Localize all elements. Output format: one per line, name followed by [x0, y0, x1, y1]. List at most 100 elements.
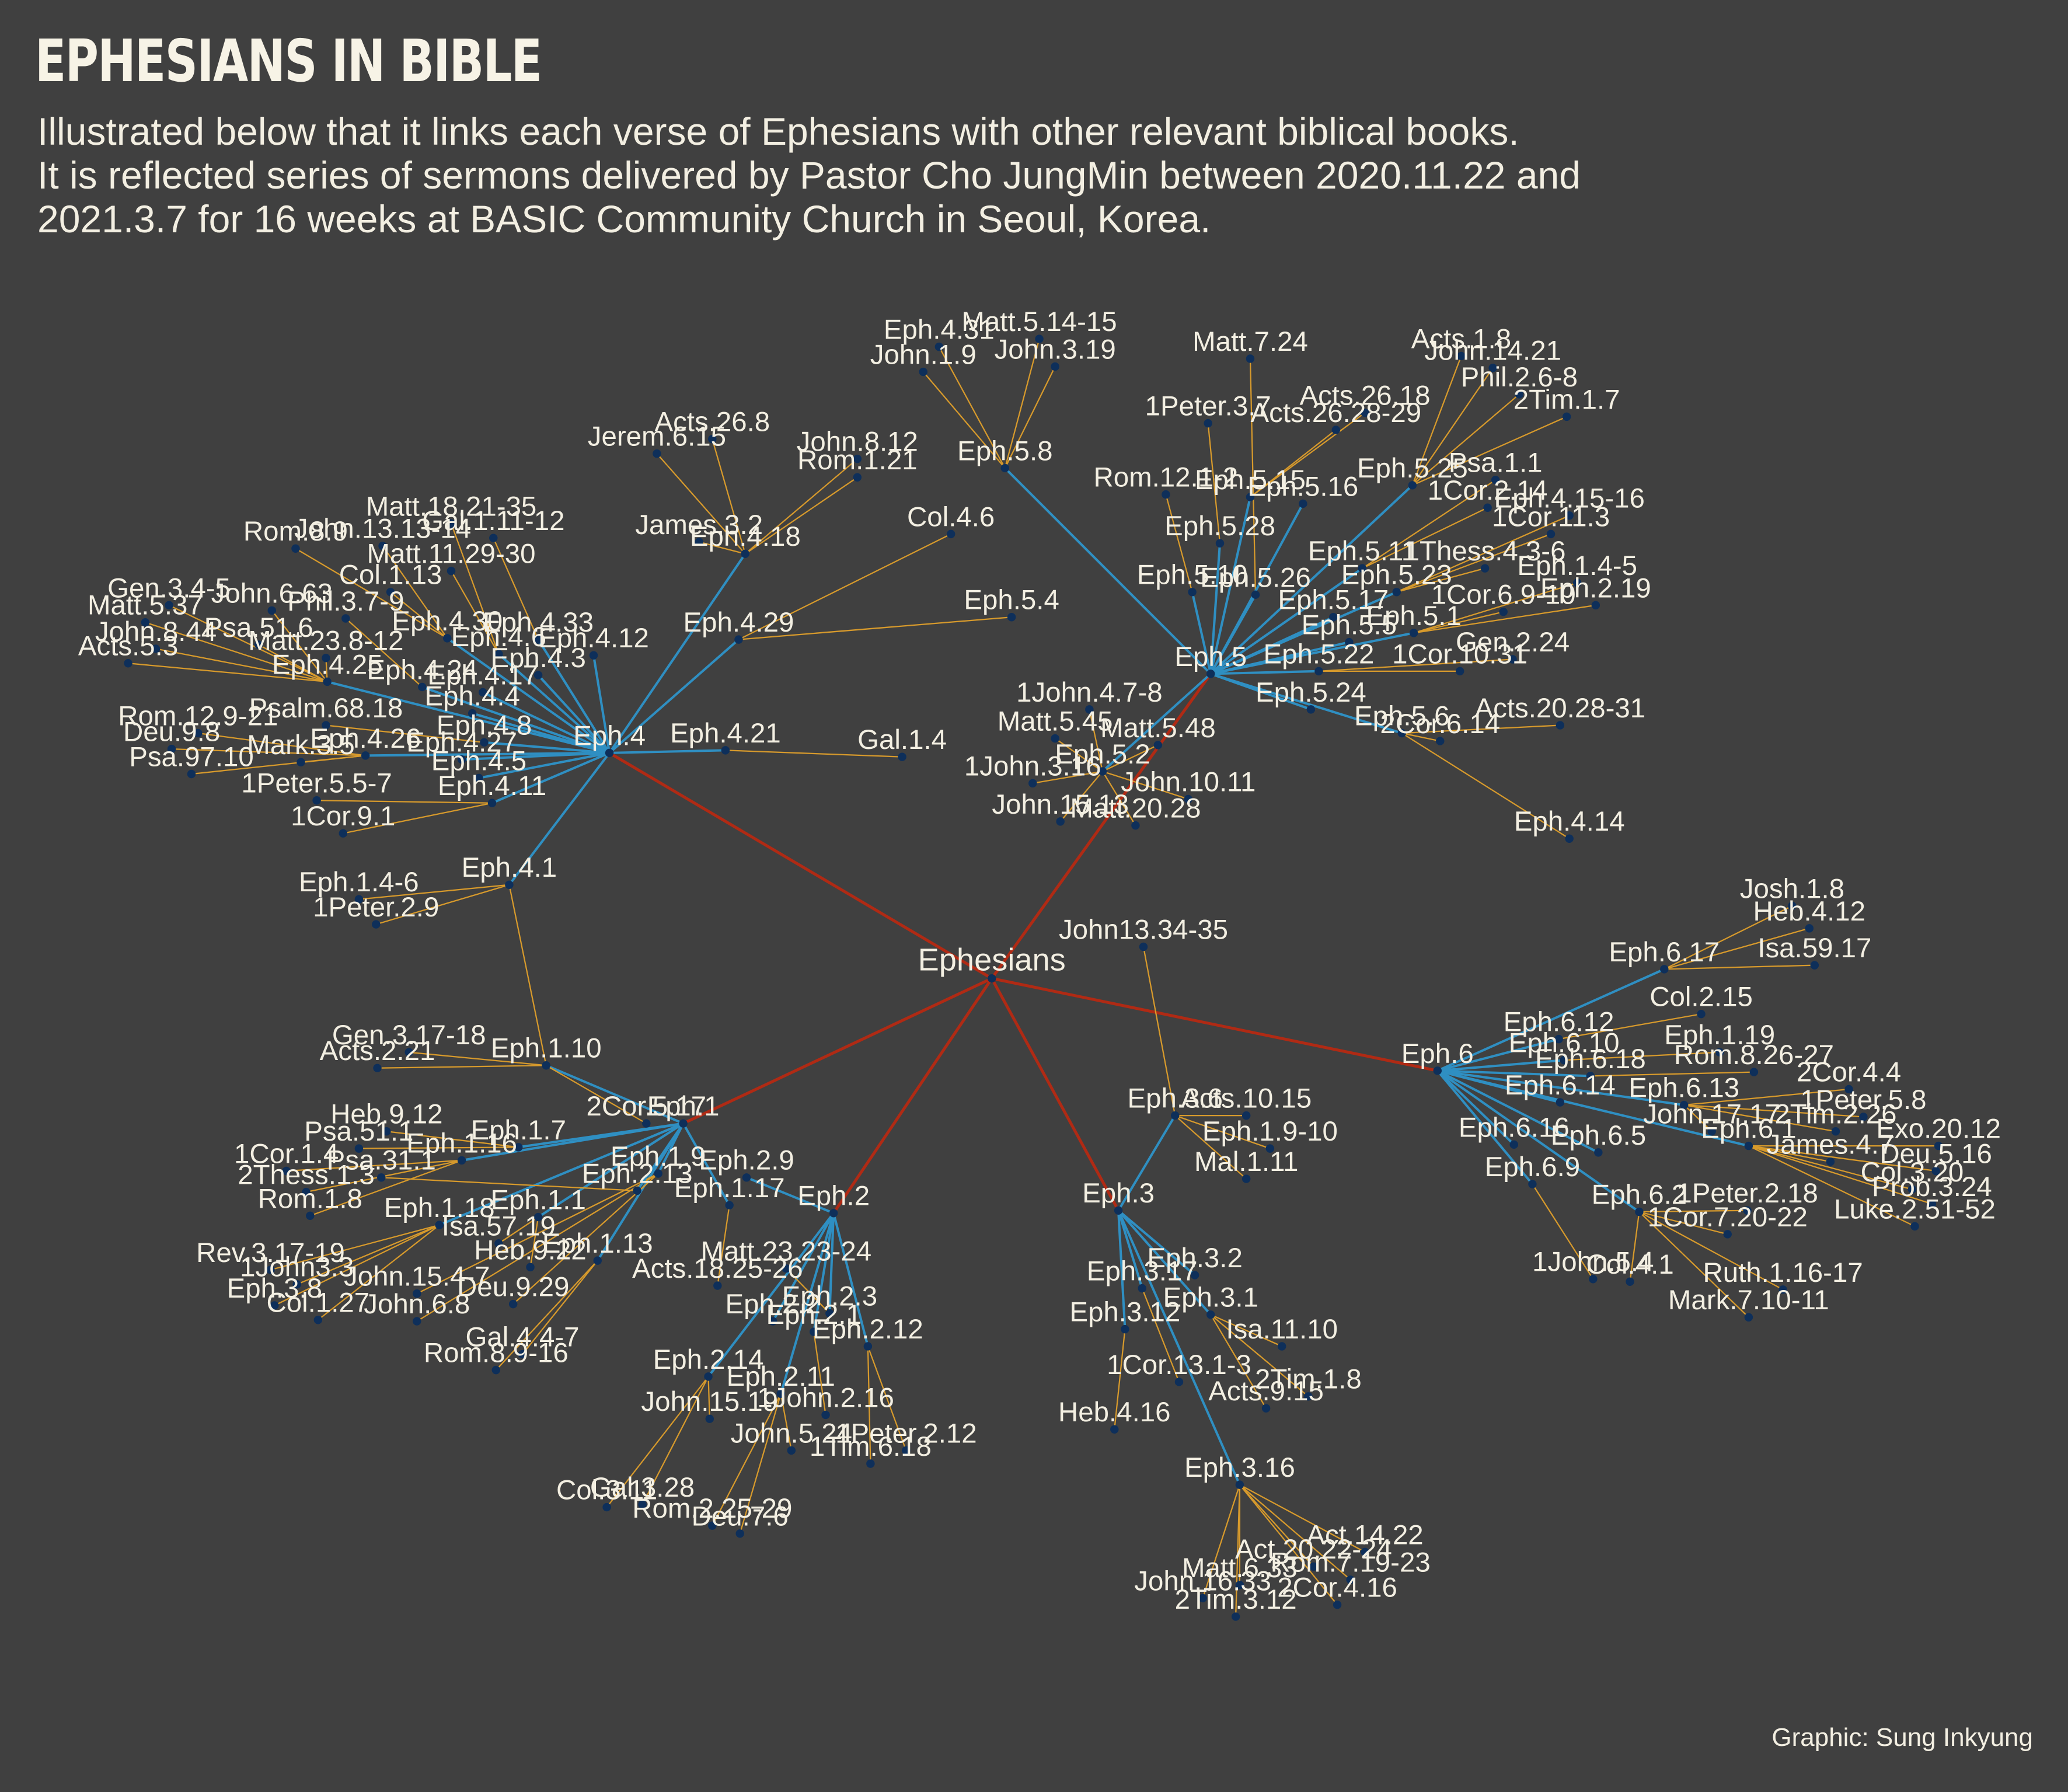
node-label-rom-8-9: Rom.8.9 [243, 516, 348, 547]
node-acts-26-28-29 [1331, 426, 1341, 434]
node-gal-1-11-12 [489, 534, 498, 542]
edge-eph-3-6-mal-1-11 [1174, 1115, 1247, 1180]
edge-eph-1-9-deu-9-29 [512, 1173, 659, 1305]
node-label-eph-5-5: Eph.5.5 [1302, 610, 1397, 641]
node-col-2-15 [1697, 1009, 1706, 1019]
edge-eph-6-eph-6-13 [1437, 1069, 1685, 1107]
node-label-eph-5: Eph.5 [1174, 642, 1247, 672]
edge-eph-3-eph-3-16 [1117, 1209, 1241, 1486]
node-label-1peter-2-12: 1Peter.2.12 [835, 1418, 977, 1449]
edge-eph-4-eph-4-29 [608, 639, 740, 754]
node-rev-3-17-19 [266, 1265, 275, 1274]
node-2cor-6-14 [1436, 737, 1445, 745]
edge-eph-5-6-2cor-6-14 [1401, 732, 1441, 742]
node-label-eph-4-21: Eph.4.21 [670, 718, 781, 749]
node-eph-5-11 [1358, 564, 1367, 573]
node-label-1thess-4-3-6: 1Thess.4.3-6 [1404, 536, 1566, 567]
edge-eph-4-29-eph-5-4 [738, 616, 1012, 640]
edge-root-eph-6 [991, 977, 1438, 1072]
node-label-acts-18-25-26: Acts.18.25-26 [632, 1253, 803, 1284]
node-matt-18-21-35 [447, 519, 456, 528]
edge-eph-5-22-gen-2-24 [1319, 658, 1513, 672]
edge-eph-5-eph-5-25 [1209, 484, 1414, 675]
node-1peter-5-8 [1859, 1113, 1868, 1121]
node-label-eph-2-19: Eph.2.19 [1540, 573, 1651, 604]
node-label-matt-7-24: Matt.7.24 [1192, 326, 1308, 357]
node-gen-3-17-18 [404, 1048, 413, 1057]
node-label-eph-1-7: Eph.1.7 [470, 1115, 566, 1146]
subtitle-line-3: 2021.3.7 for 16 weeks at BASIC Community… [37, 197, 1211, 240]
node-label-1peter-3-7: 1Peter.3.7 [1145, 391, 1271, 422]
page-title: EPHESIANS IN BIBLE [35, 27, 542, 95]
edge-eph-5-25-2tim-1-7 [1412, 416, 1567, 486]
node-label-rom-8-26-27: Rom.8.26-27 [1674, 1040, 1834, 1071]
edge-eph-4-18-acts-26-8 [712, 438, 746, 555]
edge-eph-2-eph-2-3 [828, 1213, 835, 1314]
edge-eph-5-2-matt-5-48 [1102, 744, 1159, 772]
node-label-2tim-1-7: 2Tim.1.7 [1513, 384, 1620, 415]
edge-eph-6-eph-6-14 [1437, 1069, 1561, 1104]
node-john-8-12 [853, 454, 862, 463]
edge-eph-3-eph-3-6 [1117, 1115, 1176, 1211]
node-gal-3-28 [638, 1500, 647, 1509]
edge-eph-5-eph-5-24 [1210, 672, 1312, 711]
node-acts-5-3 [124, 659, 132, 668]
node-label-rom-7-19-23: Rom.7.19-23 [1271, 1547, 1431, 1578]
node-acts-18-25-26 [713, 1281, 722, 1290]
node-1john-3-16 [1028, 779, 1037, 788]
node-eph-6-12 [1554, 1034, 1563, 1044]
node-rom-12-1-2 [1162, 490, 1170, 499]
edge-eph-5-eph-5-5 [1210, 641, 1349, 675]
node-eph-6-16 [1509, 1140, 1519, 1149]
edge-eph-5-25-john-14-21 [1411, 367, 1494, 486]
node-label-prob-3-24: Prob.3.24 [1872, 1172, 1992, 1202]
edge-eph-1-17-acts-18-25-26 [717, 1205, 730, 1286]
node-eph-2-3 [825, 1309, 834, 1318]
node-eph-5-4 [1007, 612, 1016, 622]
edge-eph-6-18-rom-8-26-27 [1590, 1071, 1754, 1077]
edge-eph-4-24-phil-3-7-9 [345, 618, 423, 688]
node-eph-4 [605, 748, 614, 758]
edge-eph-2-eph-2-14 [707, 1212, 835, 1378]
edge-eph-5-2-1john-3-16 [1033, 771, 1103, 784]
node-label-eph-6-12: Eph.6.12 [1504, 1007, 1614, 1038]
edge-eph-2-eph-2-1 [812, 1212, 835, 1332]
edge-eph-4-11-1cor-9-1 [343, 802, 493, 834]
node-label-1peter-2-18: 1Peter.2.18 [1676, 1178, 1818, 1209]
node-label-gal-1-4: Gal.1.4 [857, 724, 947, 755]
node-eph-1-18 [435, 1221, 444, 1229]
node-label-heb-9-22: Heb.9.22 [474, 1235, 586, 1265]
node-eph-5-6 [1397, 728, 1406, 738]
node-eph-4-30 [443, 634, 452, 643]
edge-eph-5-23-eph-4-15-16 [1396, 515, 1570, 593]
edge-eph-5-eph-5-6 [1210, 672, 1403, 734]
edge-eph-4-26-rom-12-9-21 [198, 732, 366, 756]
edge-eph-1-16-rom-1-8 [309, 1159, 462, 1216]
node-label-eph-6-16: Eph.6.16 [1459, 1112, 1570, 1143]
node-deu-9-29 [508, 1299, 518, 1309]
node-label-1peter-5-5-7: 1Peter.5.5-7 [241, 768, 392, 799]
edge-eph-5-25-phil-2-6-8 [1412, 393, 1520, 486]
node-eph-5 [1206, 670, 1215, 678]
node-label-eph-5-22: Eph.5.22 [1264, 639, 1375, 670]
node-label-gen-3-4-5: Gen.3.4-5 [107, 573, 231, 604]
node-eph-5-10 [1188, 588, 1197, 597]
edge-eph-6-2-col-4-1 [1629, 1211, 1640, 1282]
node-john-10-11 [1184, 794, 1193, 804]
node-eph-5-17 [1329, 612, 1338, 622]
node-label-2cor-4-16: 2Cor.4.16 [1277, 1573, 1397, 1603]
node-rom-1-8 [306, 1211, 315, 1221]
node-isa-57-19 [494, 1239, 503, 1248]
edge-eph-5-eph-5-16 [1209, 503, 1305, 675]
node-matt-23-8-12 [322, 654, 330, 663]
edge-eph-1-7-heb-9-12 [386, 1131, 519, 1148]
node-matt-20-28 [1131, 821, 1140, 830]
node-eph-5-15 [1246, 493, 1255, 501]
edge-eph-4-25-matt-5-37 [145, 622, 328, 682]
edge-eph-5-6-acts-20-28-31 [1401, 724, 1560, 734]
subtitle-line-2: It is reflected series of sermons delive… [37, 154, 1581, 197]
node-eph-4-25 [323, 677, 332, 686]
node-rom-8-26-27 [1749, 1068, 1759, 1076]
node-label-john-15-19: John.15.19 [641, 1386, 778, 1417]
node-label-1peter-5-8: 1Peter.5.8 [1800, 1085, 1926, 1115]
